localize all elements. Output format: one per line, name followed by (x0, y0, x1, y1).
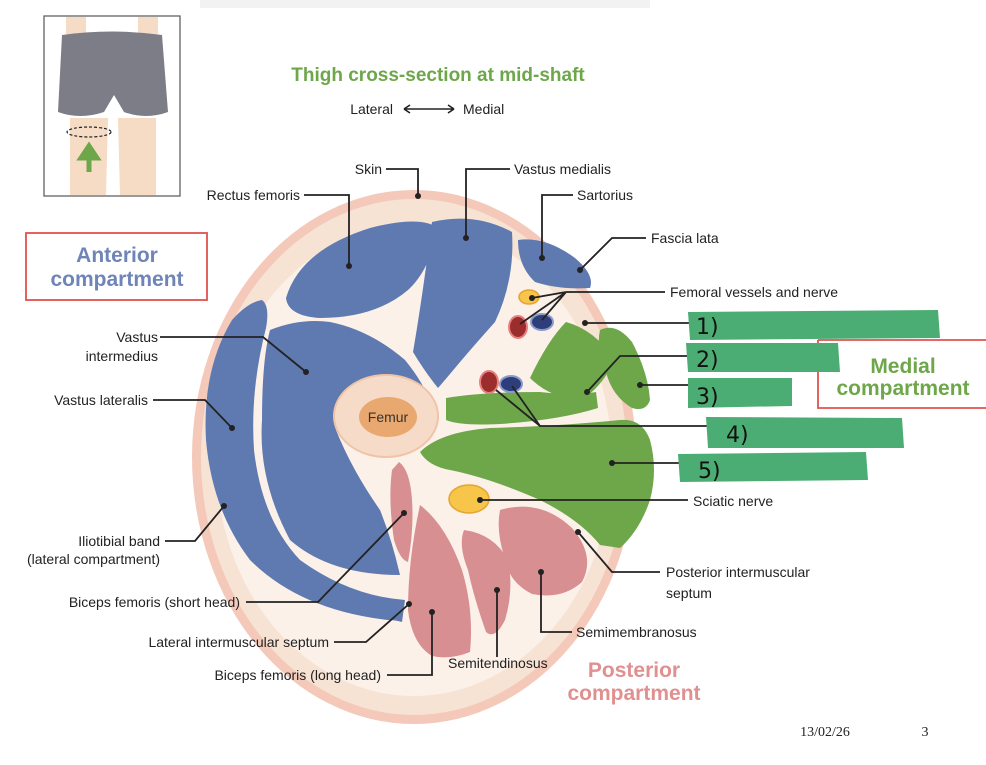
anterior-compartment-line1: Anterior (76, 244, 158, 267)
semitendinosus-muscle (461, 530, 511, 635)
orientation-medial: Medial (463, 101, 504, 117)
rectus-femoris-muscle (286, 221, 438, 318)
femoral-artery (508, 315, 528, 339)
label-rectus-femoris: Rectus femoris (207, 187, 300, 203)
anterior-compartment-line2: compartment (50, 268, 183, 291)
page-title: Thigh cross-section at mid-shaft (291, 65, 585, 86)
double-arrow-icon (403, 104, 455, 114)
blank-bar-2 (686, 343, 840, 372)
top-shadow (200, 0, 650, 8)
label-sciatic-nerve: Sciatic nerve (693, 493, 773, 509)
label-biceps-short-head: Biceps femoris (short head) (69, 594, 240, 610)
label-vastus-intermedius-1: Vastus (116, 329, 158, 345)
femoral-vein (530, 313, 554, 331)
cross-section: Femur (192, 190, 654, 724)
blank-number-2: 2) (696, 348, 719, 373)
blank-bar-4 (706, 417, 904, 448)
leader-lines (153, 168, 710, 676)
biceps-long-head-muscle (408, 505, 471, 658)
adductor-magnus-muscle (420, 419, 654, 548)
blank-number-3: 3) (696, 385, 719, 410)
label-sartorius: Sartorius (577, 187, 633, 203)
label-posterior-septum-1: Posterior intermuscular (666, 564, 810, 580)
label-semimembranosus: Semimembranosus (576, 624, 697, 640)
footer-date: 13/02/26 (800, 725, 850, 740)
arrow-up-icon (76, 141, 102, 172)
orientation-lateral: Lateral (350, 101, 393, 117)
footer-page-number: 3 (922, 725, 929, 740)
inset-shorts (58, 31, 168, 116)
label-vastus-lateralis: Vastus lateralis (54, 392, 148, 408)
inset-section-ring (66, 126, 112, 138)
label-biceps-long-head: Biceps femoris (long head) (214, 667, 381, 683)
semimembranosus-muscle (498, 506, 588, 596)
blank-bar-1 (688, 310, 940, 340)
label-fascia-lata: Fascia lata (651, 230, 719, 246)
vastus-lateralis-muscle (205, 300, 405, 622)
label-iliotibial-band-2: (lateral compartment) (27, 551, 160, 567)
blank-number-1: 1) (696, 315, 719, 340)
blank-number-4: 4) (726, 423, 749, 448)
femur-label: Femur (368, 409, 409, 425)
sciatic-nerve (448, 484, 490, 514)
label-vastus-medialis: Vastus medialis (514, 161, 611, 177)
inset-right-leg (118, 118, 156, 195)
label-iliotibial-band-1: Iliotibial band (78, 533, 160, 549)
profunda-vein (499, 375, 523, 393)
blank-number-5: 5) (698, 459, 721, 484)
label-semitendinosus: Semitendinosus (448, 655, 548, 671)
anterior-compartment-box (25, 232, 208, 301)
blank-bar-3 (688, 378, 792, 408)
label-femoral-vessels: Femoral vessels and nerve (670, 284, 838, 300)
medial-compartment-line2: compartment (836, 377, 969, 400)
gracilis-muscle (598, 327, 650, 409)
vastus-medialis-muscle (413, 218, 513, 388)
sartorius-muscle (518, 239, 591, 289)
posterior-compartment-line1: Posterior (588, 659, 680, 682)
label-skin: Skin (355, 161, 382, 177)
medial-compartment-line1: Medial (870, 355, 935, 378)
label-posterior-septum-2: septum (666, 585, 712, 601)
adductor-brevis-muscle (446, 392, 598, 425)
femur-marrow (359, 397, 417, 437)
quiz-blanks: 1) 2) 3) 4) 5) (678, 310, 940, 484)
posterior-compartment-line2: compartment (567, 682, 700, 705)
adductor-longus-muscle (530, 322, 615, 400)
label-lateral-septum: Lateral intermuscular septum (148, 634, 329, 650)
blank-bar-5 (678, 452, 868, 482)
inset-thumbnail (43, 15, 181, 197)
profunda-artery (479, 370, 499, 394)
label-vastus-intermedius-2: intermedius (86, 348, 158, 364)
